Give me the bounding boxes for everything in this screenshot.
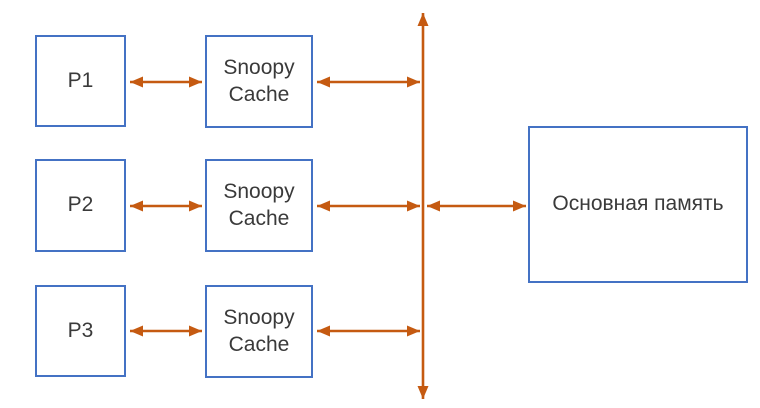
node-snoopy-cache-3: Snoopy Cache [205, 285, 313, 378]
node-snoopy-cache-1: Snoopy Cache [205, 35, 313, 128]
node-label: P1 [67, 68, 94, 92]
node-label: P2 [67, 193, 94, 217]
node-processor-p3: P3 [35, 285, 126, 377]
node-processor-p1: P1 [35, 35, 126, 127]
node-label: Основная память [552, 192, 724, 216]
node-label: P3 [67, 318, 94, 342]
node-processor-p2: P2 [35, 159, 126, 252]
node-snoopy-cache-2: Snoopy Cache [205, 159, 313, 252]
node-main-memory: Основная память [528, 126, 748, 283]
node-label: Snoopy Cache [223, 55, 295, 106]
node-label: Snoopy Cache [223, 179, 295, 230]
node-label: Snoopy Cache [223, 305, 295, 356]
